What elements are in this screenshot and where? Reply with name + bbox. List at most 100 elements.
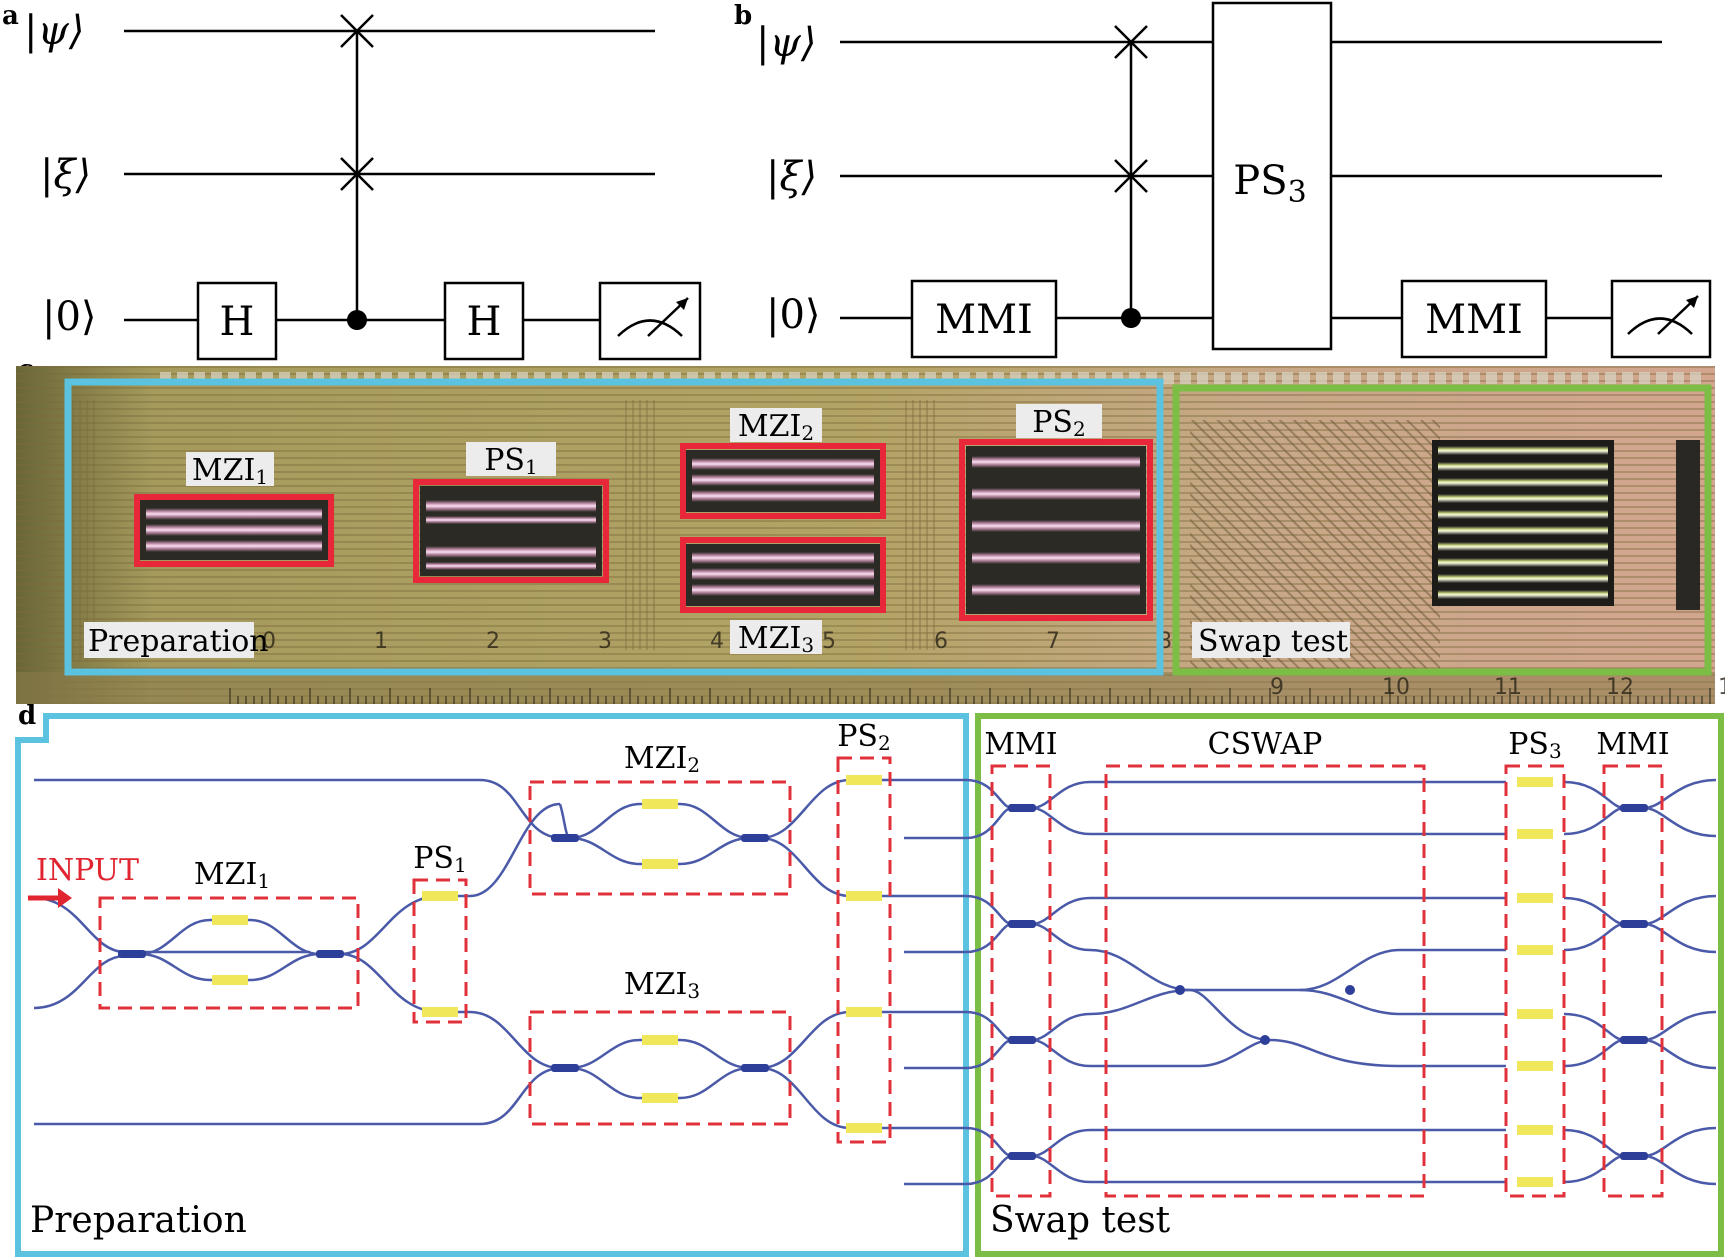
mzi1-out-top [339, 802, 561, 956]
cswap-cross-path [1299, 988, 1506, 1016]
chip-pad [534, 372, 545, 384]
chip-ruler [229, 688, 1711, 704]
photo-box-ps2 [959, 439, 1153, 621]
crossing-coupler [1260, 1035, 1270, 1045]
photo-box-mzi1 [134, 494, 334, 567]
label-swap-test: Swap test [990, 1200, 1171, 1241]
chip-pad [585, 372, 596, 384]
ps2-stripe [972, 584, 1140, 596]
chip-pad [1316, 372, 1327, 384]
mmi-right-out [1643, 1126, 1717, 1158]
ruler-number: 10 [1382, 675, 1410, 700]
label-ps1: PS1 [413, 841, 466, 877]
mmi-left-in [965, 894, 1013, 926]
chip-pad [1622, 372, 1633, 384]
label-cswap: CSWAP [1208, 727, 1323, 762]
cswap-cross-path [1089, 948, 1506, 992]
photo-label-mzi2: MZI2 [730, 408, 822, 445]
directional-coupler [1620, 920, 1648, 928]
chip-pad [1248, 372, 1259, 384]
chip-pad [160, 372, 171, 384]
chip-pad [1673, 372, 1684, 384]
mmi-left-out [1031, 922, 1091, 952]
schematic-frame-swap-test [975, 713, 1724, 1257]
photo-box-mzi3 [680, 537, 886, 613]
photo-frame-swap-test [1172, 384, 1712, 676]
chip-pad [398, 372, 409, 384]
schematic-frame-preparation [15, 713, 969, 1257]
mzi2-out-top [759, 778, 966, 840]
device-swap [1432, 440, 1614, 606]
mzi3-out-top [759, 1010, 966, 1070]
svg-text:MZI1: MZI1 [192, 453, 268, 489]
waveguide-input-bottom [33, 954, 126, 1010]
dashed-box-cswap [1104, 764, 1426, 1198]
mmi-right-in [1563, 1154, 1625, 1184]
swap-stripe [1438, 478, 1608, 487]
ps2-stripe [972, 552, 1140, 564]
chip-pad [177, 372, 188, 384]
photo-box-mzi2 [680, 443, 886, 519]
mmi-left-in [965, 778, 1013, 810]
panel-label-b: b [734, 1, 752, 31]
chip-pad [976, 372, 987, 384]
svg-text:MZI3: MZI3 [738, 621, 814, 657]
chip-pad [908, 372, 919, 384]
directional-coupler [1620, 1152, 1648, 1160]
mmi-right-in [1563, 1128, 1625, 1158]
mmi-right-in [1563, 780, 1625, 810]
heater [846, 775, 882, 785]
chip-pad [1605, 372, 1616, 384]
chip-pad [755, 372, 766, 384]
heater [1517, 1125, 1553, 1135]
chip-pad [993, 372, 1004, 384]
heater [212, 915, 248, 925]
ket-xi-b: |ξ⟩ [766, 154, 817, 200]
mzi3-in-bottom [34, 1066, 561, 1126]
photo-label-ps2: PS2 [1016, 404, 1102, 441]
heater [1517, 1061, 1553, 1071]
circuit-a: |ψ⟩ |ξ⟩ |0⟩ H H [24, 8, 702, 361]
mmi-right-out [1643, 778, 1717, 810]
chip-pad [1180, 372, 1191, 384]
heater [1517, 777, 1553, 787]
photo-label-mzi3: MZI3 [730, 620, 822, 657]
chip-pad [1452, 372, 1463, 384]
chip-pad [925, 372, 936, 384]
chip-pad [891, 372, 902, 384]
chip-pad [415, 372, 426, 384]
swap-cross-xi-b [1114, 159, 1148, 193]
cswap-cross-path [1189, 988, 1506, 1068]
chip-pad [262, 372, 273, 384]
heater [1517, 893, 1553, 903]
ruler-number: 2 [486, 629, 500, 654]
chip-pad [347, 372, 358, 384]
directional-coupler [741, 834, 769, 842]
chip-pad [1384, 372, 1395, 384]
chip-pad [296, 372, 307, 384]
ruler-number: 7 [1046, 629, 1060, 654]
photo-box-ps1 [413, 479, 609, 583]
device-mzi2 [686, 450, 880, 512]
chip-pad [959, 372, 970, 384]
ket-zero-b: |0⟩ [766, 292, 821, 338]
circuit-b: |ψ⟩ |ξ⟩ |0⟩ MMI PS3 MMI [756, 1, 1712, 359]
mmi-right-in [1563, 896, 1625, 926]
photo-label-mzi1: MZI1 [186, 452, 274, 489]
heater [422, 1007, 458, 1017]
chip-pad [1588, 372, 1599, 384]
chip-pad [500, 372, 511, 384]
chip-pad [1503, 372, 1514, 384]
mmi-left-out [1031, 780, 1091, 810]
chip-pad [1146, 372, 1157, 384]
mmi-gate-right-label: MMI [1425, 297, 1523, 343]
chip-pad [1061, 372, 1072, 384]
hadamard-label-1: H [220, 299, 255, 345]
mmi-right-out [1643, 1154, 1717, 1186]
chip-pad [1095, 372, 1106, 384]
svg-text:Swap test: Swap test [1198, 624, 1348, 659]
label-mzi3: MZI3 [624, 967, 700, 1003]
chip-pad-row [160, 372, 1701, 384]
chip-pad [1571, 372, 1582, 384]
chip-pad [1112, 372, 1123, 384]
